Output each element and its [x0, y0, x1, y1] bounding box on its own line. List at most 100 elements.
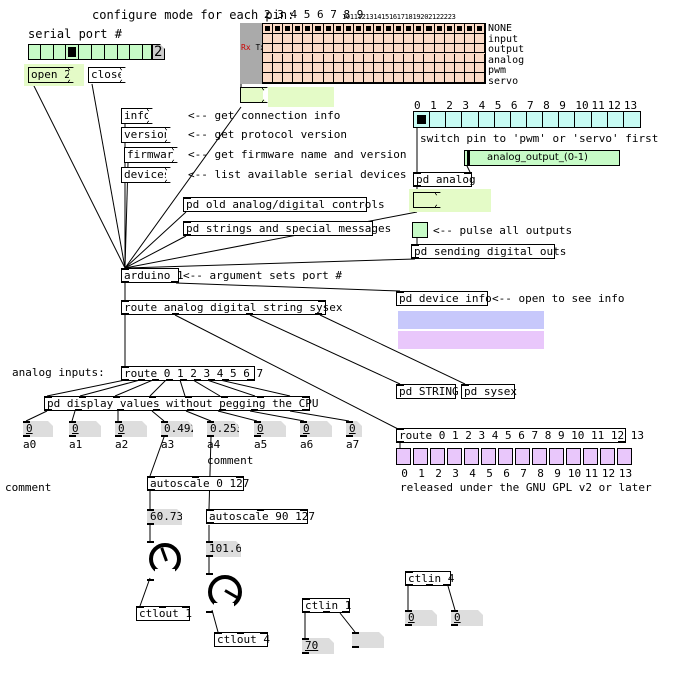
- pin-mode-cell[interactable]: [394, 53, 405, 64]
- pin-mode-cell[interactable]: [263, 24, 274, 34]
- pin-mode-cell[interactable]: [353, 33, 364, 44]
- pin-mode-cell[interactable]: [414, 24, 425, 34]
- pin-mode-cell[interactable]: [384, 63, 395, 74]
- ctlout-4[interactable]: ctlout 4: [214, 632, 270, 647]
- pin-mode-cell[interactable]: [313, 63, 324, 74]
- pin-mode-cell[interactable]: [293, 53, 304, 64]
- pin-mode-cell[interactable]: [444, 43, 455, 54]
- pin-mode-cell[interactable]: [303, 53, 314, 64]
- port-3[interactable]: [66, 45, 80, 59]
- pin-mode-cell[interactable]: [363, 24, 374, 34]
- pin-mode-cell[interactable]: [303, 33, 314, 44]
- pin-mode-cell[interactable]: [313, 53, 324, 64]
- autoscale-1[interactable]: autoscale 0 127: [147, 476, 249, 491]
- pin-mode-cell[interactable]: [404, 63, 415, 74]
- number-a7[interactable]: 0: [346, 421, 362, 437]
- route-analog[interactable]: route 0 1 2 3 4 5 6 7: [121, 366, 263, 381]
- pin-select-cell-2[interactable]: [446, 112, 463, 127]
- pin-mode-cell[interactable]: [343, 43, 354, 54]
- pd-strings[interactable]: pd strings and special messages: [183, 221, 391, 236]
- pin-mode-cell[interactable]: [263, 63, 274, 74]
- version-message[interactable]: version: [121, 127, 171, 143]
- pin-mode-cell[interactable]: [363, 43, 374, 54]
- serial-port-radio[interactable]: [28, 44, 152, 60]
- pin-mode-cell[interactable]: [353, 63, 364, 74]
- pin-mode-cell[interactable]: [384, 33, 395, 44]
- number-a0[interactable]: 0: [23, 421, 53, 437]
- pin-mode-cell[interactable]: [323, 33, 334, 44]
- route-digital[interactable]: route 0 1 2 3 4 5 6 7 8 9 10 11 12 13: [396, 428, 644, 443]
- scaled-number-1[interactable]: 60.73: [147, 509, 182, 525]
- pd-device-info[interactable]: pd device info: [396, 291, 492, 306]
- pin-mode-cell[interactable]: [313, 24, 324, 34]
- pd-sysex[interactable]: pd sysex: [461, 384, 517, 399]
- pin-mode-cell[interactable]: [434, 24, 445, 34]
- pin-mode-cell[interactable]: [424, 33, 435, 44]
- pin-mode-cell[interactable]: [283, 33, 294, 44]
- digital-toggle-2[interactable]: [430, 448, 445, 465]
- number-a3[interactable]: 0.492: [161, 421, 193, 437]
- pin-mode-cell[interactable]: [353, 43, 364, 54]
- digital-toggle-6[interactable]: [498, 448, 513, 465]
- pin-select-cell-3[interactable]: [462, 112, 479, 127]
- pin-mode-cell[interactable]: [323, 53, 334, 64]
- digital-toggle-9[interactable]: [549, 448, 564, 465]
- digital-toggle-row[interactable]: [396, 448, 632, 465]
- pin-mode-cell[interactable]: [273, 33, 284, 44]
- pin-mode-cell[interactable]: [474, 33, 485, 44]
- pin-mode-cell[interactable]: [283, 63, 294, 74]
- pin-mode-cell[interactable]: [414, 63, 425, 74]
- digital-toggle-4[interactable]: [464, 448, 479, 465]
- pin-select-cell-8[interactable]: [543, 112, 560, 127]
- pin-mode-cell[interactable]: [263, 43, 274, 54]
- pin-mode-cell[interactable]: [293, 24, 304, 34]
- number-a4[interactable]: 0.253: [207, 421, 239, 437]
- pin-mode-cell[interactable]: [343, 24, 354, 34]
- pin-mode-cell[interactable]: [414, 73, 425, 83]
- analog-output-slider[interactable]: analog_output_(0-1): [464, 150, 620, 166]
- pin-mode-cell[interactable]: [353, 24, 364, 34]
- pin-mode-cell[interactable]: [394, 24, 405, 34]
- pin-mode-cell[interactable]: [394, 73, 405, 83]
- pin-mode-cell[interactable]: [283, 73, 294, 83]
- pin-mode-cell[interactable]: [384, 24, 395, 34]
- pin-mode-cell[interactable]: [333, 63, 344, 74]
- pin-mode-cell[interactable]: [434, 43, 445, 54]
- pin-mode-cell[interactable]: [343, 73, 354, 83]
- pin-mode-cell[interactable]: [414, 53, 425, 64]
- pin-mode-cell[interactable]: [363, 73, 374, 83]
- firmware-message[interactable]: firmware: [124, 147, 178, 163]
- pin-mode-cell[interactable]: [444, 24, 455, 34]
- scaled-number-2[interactable]: 101.6: [206, 541, 241, 557]
- number-a1[interactable]: 0: [69, 421, 101, 437]
- knob-2[interactable]: [206, 573, 242, 613]
- pin-mode-cell[interactable]: [374, 33, 385, 44]
- pin-mode-cell[interactable]: [303, 73, 314, 83]
- pin-mode-cell[interactable]: [384, 73, 395, 83]
- pin-mode-cell[interactable]: [273, 53, 284, 64]
- pin-mode-cell[interactable]: [363, 53, 374, 64]
- pin-mode-cell[interactable]: [323, 43, 334, 54]
- digital-toggle-8[interactable]: [532, 448, 547, 465]
- pin-mode-cell[interactable]: [474, 63, 485, 74]
- pin-mode-cell[interactable]: [333, 33, 344, 44]
- arduino-object[interactable]: arduino 1: [121, 268, 184, 283]
- pin-mode-cell[interactable]: [454, 24, 465, 34]
- autoscale-2[interactable]: autoscale 90 127: [206, 509, 315, 524]
- pin-mode-cell[interactable]: [313, 73, 324, 83]
- pin-mode-cell[interactable]: [343, 63, 354, 74]
- knob-1[interactable]: [147, 541, 181, 581]
- pd-display-values[interactable]: pd display values without pegging the CP…: [44, 396, 319, 411]
- pin-mode-cell[interactable]: [374, 43, 385, 54]
- pin-select-cell-13[interactable]: [624, 112, 640, 127]
- pin-mode-cell[interactable]: [313, 43, 324, 54]
- port-0[interactable]: [29, 45, 41, 59]
- pin-mode-grid[interactable]: [262, 23, 486, 84]
- pin-mode-cell[interactable]: [464, 63, 475, 74]
- pin-mode-cell[interactable]: [273, 63, 284, 74]
- pin-select-cell-10[interactable]: [575, 112, 592, 127]
- digital-toggle-3[interactable]: [447, 448, 462, 465]
- pin-mode-cell[interactable]: [363, 33, 374, 44]
- pin-mode-cell[interactable]: [464, 33, 475, 44]
- ctlin-1[interactable]: ctlin 1: [302, 598, 351, 613]
